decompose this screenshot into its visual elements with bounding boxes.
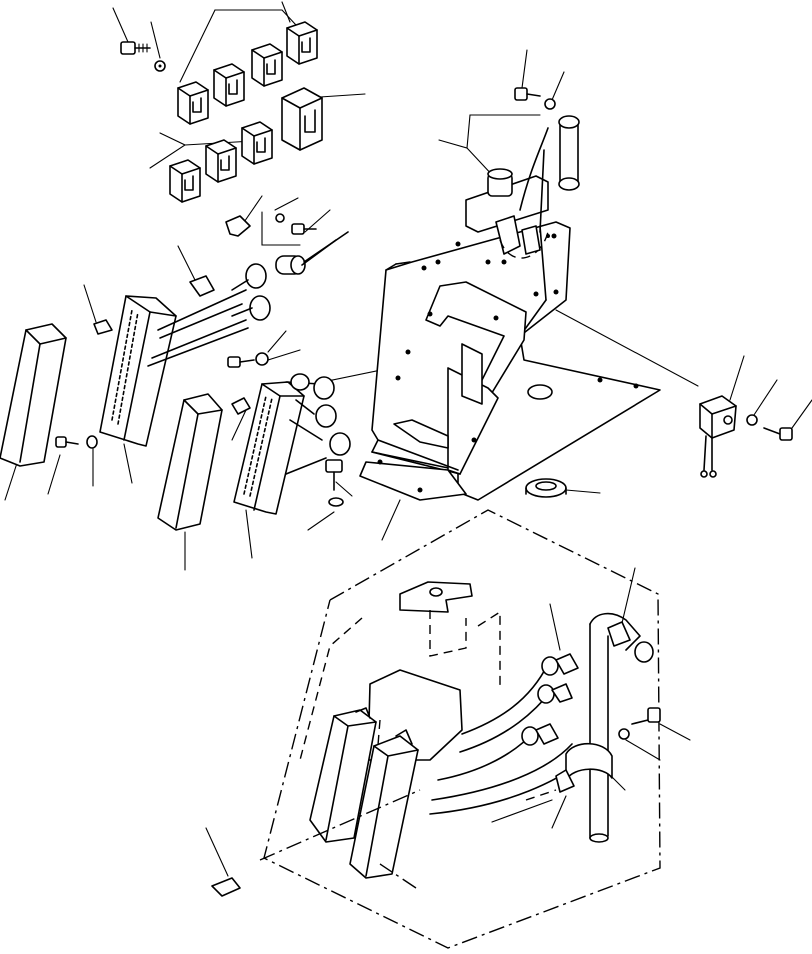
clip-left (93, 275, 215, 335)
grommet (525, 478, 567, 498)
bolt-washer-left (55, 435, 98, 449)
leader-bracket-base (381, 499, 401, 541)
leader-washer-top (150, 21, 161, 59)
bolt-washer-low (325, 459, 344, 507)
leader-washer-right (551, 71, 565, 101)
leader-tie-left (83, 284, 97, 323)
leader-relay-large (319, 93, 366, 98)
leader-cover-left (4, 462, 18, 501)
bolt-washer-center (227, 352, 269, 415)
leader-washer-switch (751, 379, 778, 419)
bolt-washer-right (514, 87, 556, 110)
plate-holes (377, 233, 639, 493)
leader-connector-left (123, 443, 133, 484)
leader-switch (729, 355, 745, 401)
connector-block-left (99, 263, 271, 447)
bolt-washer-top (120, 41, 166, 72)
leader-pillar-group (438, 114, 541, 149)
leader-clip-left (177, 245, 199, 287)
leader-bolt-top (112, 7, 129, 43)
leader-connector-assy-a (549, 603, 561, 651)
relay-4 (286, 21, 318, 65)
relay-2 (213, 63, 245, 107)
fuse-holder-assembly (465, 115, 580, 259)
assembly-view (211, 509, 661, 949)
clip-connector-mid (225, 213, 349, 275)
leader-connector-bracket (261, 211, 301, 246)
leader-relay-group-top (214, 9, 297, 26)
relay-group-low (169, 121, 273, 203)
connector-block-center (233, 373, 351, 515)
connector-cover-center (157, 393, 223, 531)
relay-1 (177, 81, 209, 125)
connector-cover-left (0, 323, 67, 467)
switch-right (699, 395, 793, 478)
leader-clip-assy (551, 795, 567, 829)
knob-center (290, 373, 310, 391)
relay-3 (251, 43, 283, 87)
leader-washer-low (307, 511, 335, 531)
leader-bolt-switch (791, 399, 812, 429)
connector-pins-left (111, 309, 139, 425)
leader-washer-center (267, 349, 301, 361)
leader-bolt-low (335, 481, 353, 497)
relay-group-top (177, 21, 323, 151)
relay-large (281, 87, 323, 151)
relay-7 (241, 121, 273, 165)
leader-washer-assy (625, 739, 661, 761)
leader-tie-assy (491, 799, 553, 823)
leader-connector-center (245, 509, 253, 559)
leader-washer-mid (274, 197, 299, 211)
leader-tie-bottom (205, 827, 229, 877)
relay-6 (205, 139, 237, 183)
leader-grommet (565, 489, 601, 494)
leader-bolt-assy (659, 723, 691, 741)
relay-5 (169, 159, 201, 203)
leader-plate-to-switch (555, 309, 699, 387)
leader-bolt-left (47, 454, 61, 495)
leader-bolt-center (267, 330, 287, 353)
mounting-plate (359, 221, 661, 501)
plate-opening (527, 384, 553, 400)
leader-relay-group-top-b (281, 1, 291, 23)
leader-tie-center (231, 409, 247, 441)
leader-bolt-right (521, 49, 528, 89)
leader-relay-group-top-a (179, 9, 216, 83)
